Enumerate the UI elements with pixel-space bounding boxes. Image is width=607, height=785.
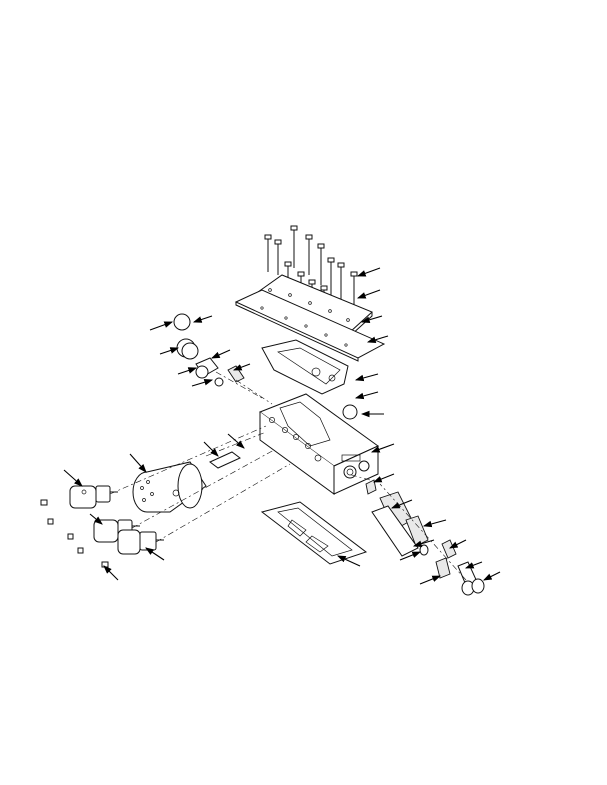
bolt-set xyxy=(264,225,358,312)
upper-gasket xyxy=(261,339,349,395)
bolt xyxy=(350,271,358,305)
accumulator-housing xyxy=(132,461,207,513)
solenoid-valve xyxy=(117,529,164,555)
separator-plate xyxy=(234,289,386,362)
bolt xyxy=(337,262,345,300)
bolt xyxy=(327,257,335,296)
bolt xyxy=(317,243,325,285)
screws xyxy=(40,499,109,568)
bolt xyxy=(274,239,282,275)
valve-body xyxy=(258,393,379,495)
bolt xyxy=(305,234,313,275)
lower-gasket xyxy=(260,501,368,565)
solenoid-valve xyxy=(69,485,118,509)
callout-arrows xyxy=(63,267,501,585)
bolt xyxy=(290,225,298,268)
plugs-and-seals xyxy=(173,313,485,596)
bolt xyxy=(264,234,272,272)
